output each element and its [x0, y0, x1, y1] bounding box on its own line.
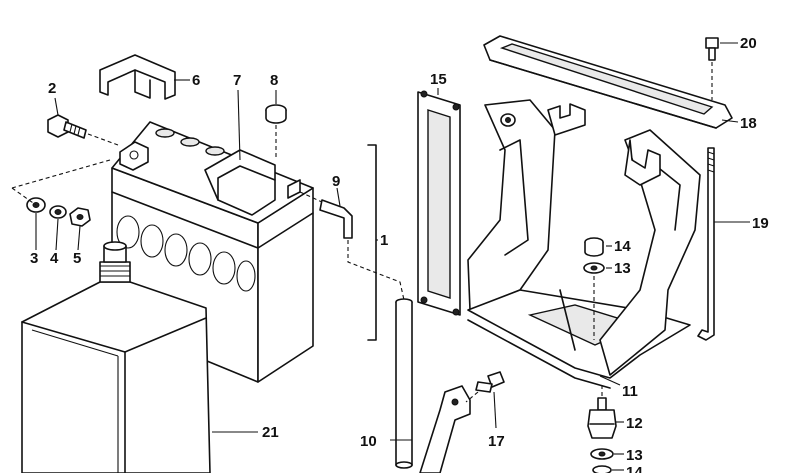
callout-17: 17 [488, 433, 505, 450]
hose-holder[interactable] [419, 385, 471, 473]
vent-cap[interactable] [265, 104, 287, 160]
callout-21: 21 [262, 424, 279, 441]
rubber-mount-14-upper[interactable] [584, 237, 604, 257]
washer-13-lower[interactable] [590, 448, 614, 460]
callout-20: 20 [740, 35, 757, 52]
terminal-cover[interactable] [99, 54, 176, 100]
callout-7: 7 [233, 72, 241, 89]
callout-14-lower: 14 [626, 464, 643, 473]
tie-rod[interactable] [697, 147, 715, 341]
callout-14-upper: 14 [614, 238, 631, 255]
battery-tray[interactable] [467, 99, 701, 389]
callout-9: 9 [332, 173, 340, 190]
callout-5: 5 [73, 250, 81, 267]
callout-13-lower: 13 [626, 447, 643, 464]
callout-13-upper: 13 [614, 260, 631, 277]
callout-1: 1 [380, 232, 388, 249]
callout-3: 3 [30, 250, 38, 267]
rubber-mount-12[interactable] [587, 397, 617, 439]
callout-6: 6 [192, 72, 200, 89]
screw-17[interactable] [465, 371, 505, 403]
vent-hose[interactable] [395, 298, 413, 469]
nut-14-lower[interactable] [592, 465, 612, 473]
washer-13-upper[interactable] [583, 262, 605, 274]
callout-12: 12 [626, 415, 643, 432]
callout-15: 15 [430, 71, 447, 88]
screw-20[interactable] [705, 37, 719, 100]
acid-bottle[interactable] [21, 241, 211, 473]
nut-5[interactable] [69, 207, 91, 227]
leader-lines [35, 42, 750, 471]
vent-elbow[interactable] [299, 191, 405, 301]
callout-19: 19 [752, 215, 769, 232]
rubber-pad[interactable] [483, 35, 733, 129]
callout-8: 8 [270, 72, 278, 89]
callout-11: 11 [622, 383, 638, 400]
callout-2: 2 [48, 80, 56, 97]
callout-4: 4 [50, 250, 59, 267]
screw[interactable] [47, 114, 119, 146]
washer-4[interactable] [49, 205, 67, 219]
bracket-1 [367, 144, 377, 341]
callout-10: 10 [360, 433, 377, 450]
retainer-strip[interactable] [417, 90, 461, 316]
callout-18: 18 [740, 115, 757, 132]
